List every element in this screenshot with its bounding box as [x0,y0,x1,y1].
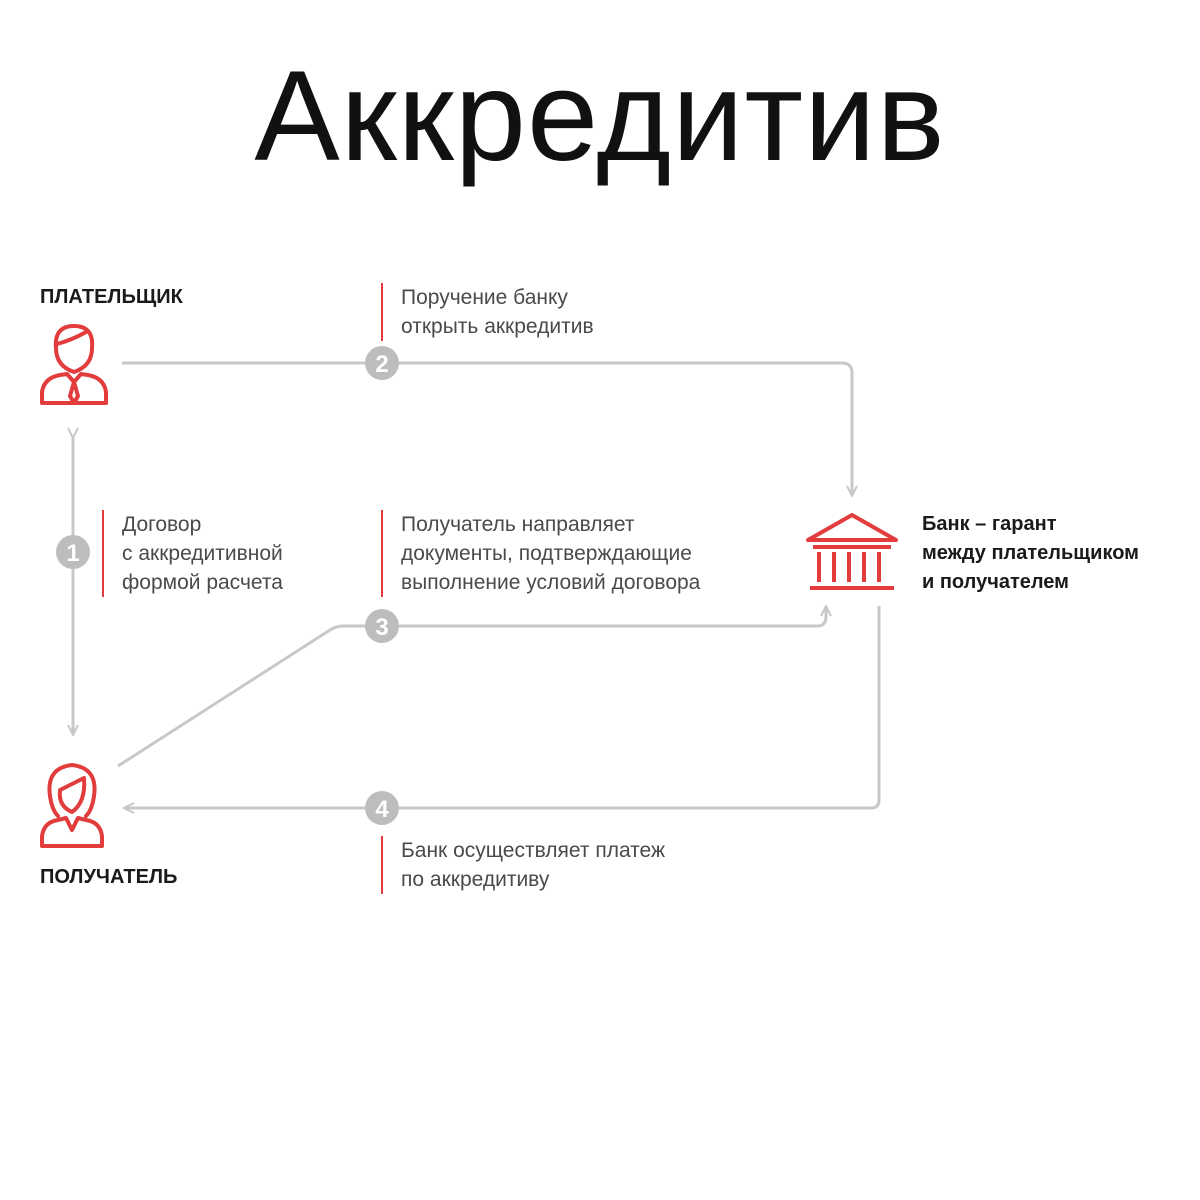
man-icon [40,324,108,405]
svg-text:4: 4 [375,796,389,823]
connector-4 [124,606,881,808]
step-3-note: Получатель направляет документы, подтвер… [381,510,700,597]
step-2-badge: 2 [365,346,399,380]
page-title: Аккредитив [254,45,946,188]
connector-2 [122,361,852,496]
connector-3 [117,606,826,768]
step-4-badge: 4 [365,791,399,825]
step-2-note: Поручение банку открыть аккредитив [381,283,594,341]
svg-text:2: 2 [375,351,388,378]
step-3-badge: 3 [365,609,399,643]
step-4-note: Банк осуществляет платеж по аккредитиву [381,836,665,894]
payer-label: ПЛАТЕЛЬЩИК [40,286,183,308]
svg-text:3: 3 [375,614,388,641]
step-1-note: Договор с аккредитивной формой расчета [102,510,283,597]
bank-building-icon [806,513,898,590]
recipient-label: ПОЛУЧАТЕЛЬ [40,866,178,888]
step-1-badge: 1 [56,535,90,569]
woman-icon [40,763,104,848]
bank-label: Банк – гарант между плательщиком и получ… [922,513,1139,593]
svg-text:1: 1 [66,540,79,567]
